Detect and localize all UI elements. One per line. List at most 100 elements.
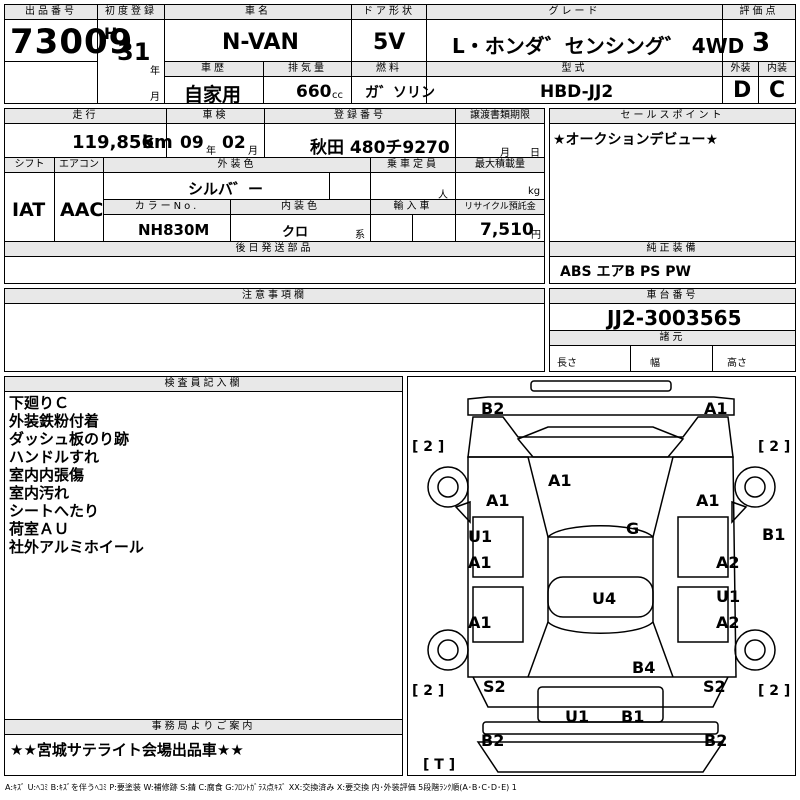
mileage-unit: km [142, 132, 173, 153]
disp-header: 排気量 [263, 61, 352, 77]
insp-month-unit: 月 [248, 146, 258, 157]
capacity-header: 乗車定員 [370, 157, 456, 173]
history: 自家用 [184, 84, 242, 106]
damage-mark: B1 [621, 707, 645, 726]
recycle: 7,510 [480, 220, 534, 240]
office-notice: ★★宮城サテライト会場出品車★★ [10, 741, 244, 759]
import-header: 輸入車 [370, 199, 456, 215]
dim-width: 幅 [650, 358, 660, 369]
damage-mark: U1 [468, 527, 493, 546]
disp-unit: cc [332, 90, 343, 101]
color-no-header: カラーNo. [103, 199, 231, 215]
month-unit: 月 [150, 92, 160, 103]
mileage: 119,856 [72, 132, 154, 153]
inspector-line: 室内汚れ [9, 484, 70, 502]
equip-header: 純正装備 [549, 241, 796, 257]
int-grade: C [769, 78, 786, 103]
damage-mark: A1 [468, 613, 492, 632]
damage-mark: A1 [704, 399, 728, 418]
damage-mark: B2 [481, 399, 505, 418]
insp-month: 02 [222, 133, 246, 153]
damage-mark: A1 [468, 553, 492, 572]
sales-header: セールスポイント [549, 108, 796, 124]
notes-header: 注意事項欄 [4, 288, 545, 304]
inspector-line: 荷室ＡＵ [9, 520, 70, 538]
condition-diagram: [ 2 ] [ 2 ] [ 2 ] [ 2 ] [ T ] B2 A1 A1 A… [407, 376, 796, 776]
damage-mark: U1 [565, 707, 590, 726]
insp-year-unit: 年 [206, 146, 216, 157]
color-no: NH830M [138, 221, 210, 239]
inspector-line: ダッシュ板のり跡 [9, 430, 130, 448]
mileage-header: 走行 [4, 108, 167, 124]
damage-mark: U4 [592, 589, 617, 608]
era: H [104, 24, 118, 43]
door-header: ドア形状 [351, 4, 427, 20]
chassis-header: 車台番号 [549, 288, 796, 304]
inspector-line: 外装鉄粉付着 [9, 412, 100, 430]
shift-header: シフト [4, 157, 55, 173]
ext-grade: D [733, 78, 752, 103]
spare-tire: [ T ] [423, 757, 456, 773]
inspector-header: 検査員記入欄 [4, 376, 403, 392]
first-reg-header: 初度登録 [97, 4, 165, 20]
tire-fr: [ 2 ] [758, 439, 791, 455]
car-name-header: 車名 [164, 4, 352, 20]
dim-length: 長さ [557, 358, 577, 369]
int-color-unit: 系 [355, 230, 365, 241]
damage-mark: U1 [716, 587, 741, 606]
inspector-line: 社外アルミホイール [9, 538, 144, 556]
model-header: 型式 [426, 61, 723, 77]
fuel: ガ゛ソリン [365, 85, 435, 101]
damage-mark: G [626, 519, 640, 538]
ac-header: エアコン [54, 157, 104, 173]
max-load-unit: kg [528, 186, 541, 197]
transfer-day: 日 [530, 148, 540, 159]
inspection-header: 車検 [166, 108, 265, 124]
reg-year: 31 [117, 38, 151, 66]
damage-mark: S2 [483, 677, 506, 696]
ext-color-header: 外装色 [103, 157, 371, 173]
plate-header: 登録番号 [264, 108, 456, 124]
tire-rl: [ 2 ] [412, 683, 445, 699]
lot-no-header: 出品番号 [4, 4, 98, 20]
damage-mark: S2 [703, 677, 726, 696]
damage-mark: B2 [481, 731, 505, 750]
damage-mark: A1 [486, 491, 510, 510]
transfer-header: 譲渡書類期限 [455, 108, 545, 124]
damage-mark: A1 [696, 491, 720, 510]
dims-header: 諸元 [549, 330, 796, 346]
recycle-unit: 円 [531, 230, 541, 241]
ac: AAC [60, 199, 104, 221]
inspector-line: シートへたり [9, 502, 100, 520]
tire-fl: [ 2 ] [412, 439, 445, 455]
damage-mark: A2 [716, 553, 740, 572]
dim-height: 高さ [727, 358, 747, 369]
door: 5V [373, 30, 406, 55]
office-header: 事務局よりご案内 [4, 719, 403, 735]
equipment: ABS エアB PS PW [560, 264, 691, 280]
ext-color: シルバ゛ー [188, 180, 264, 198]
capacity-unit: 人 [438, 190, 448, 201]
chassis-number: JJ2-3003565 [607, 306, 742, 330]
transfer-month: 月 [500, 148, 510, 159]
plate: 秋田 480チ9270 [310, 138, 450, 158]
insp-year: 09 [180, 133, 204, 153]
legend: A:ｷｽﾞ U:ﾍｺﾐ B:ｷｽﾞを伴うﾍｺﾐ P:要塗装 W:補修跡 S:錆 … [5, 783, 517, 792]
int-header: 内装 [758, 61, 796, 77]
model: HBD-JJ2 [540, 82, 614, 102]
history-header: 車歴 [164, 61, 264, 77]
damage-mark: A1 [548, 471, 572, 490]
inspector-line: 室内内張傷 [9, 466, 85, 484]
damage-mark: B1 [762, 525, 786, 544]
max-load-header: 最大積載量 [455, 157, 545, 173]
inspector-lines: 下廻りＣ 外装鉄粉付着 ダッシュ板のり跡 ハンドルすれ 室内内張傷 室内汚れ シ… [9, 394, 144, 556]
damage-mark: A2 [716, 613, 740, 632]
shift: IAT [12, 199, 46, 221]
int-color-header: 内装色 [230, 199, 371, 215]
ext-header: 外装 [722, 61, 759, 77]
inspector-line: ハンドルすれ [9, 448, 100, 466]
recycle-header: リサイクル預託金 [455, 199, 545, 215]
later-parts-header: 後日発送部品 [4, 241, 545, 257]
car-name: N-VAN [222, 30, 299, 55]
damage-mark: B4 [632, 658, 656, 677]
